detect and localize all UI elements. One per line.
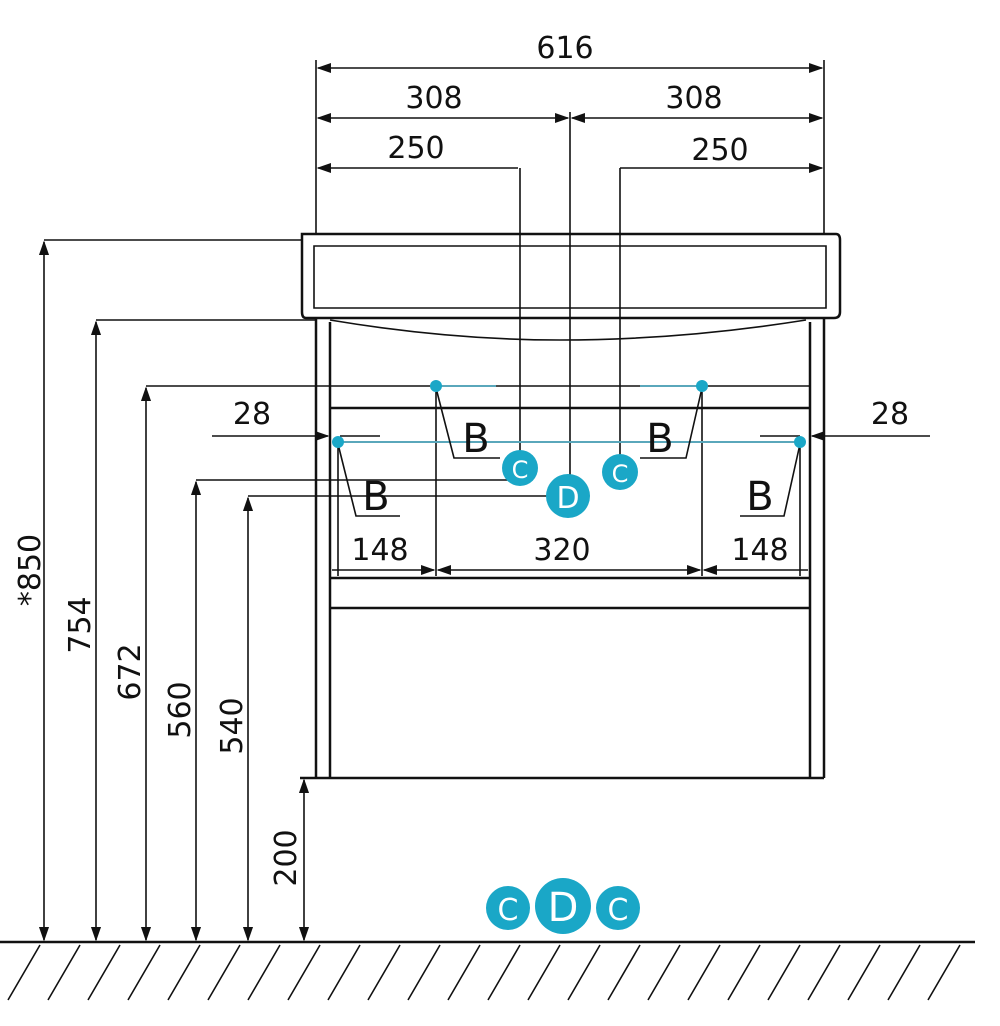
legend-d: [535, 878, 591, 934]
b-labels: B B B B: [337, 387, 801, 520]
washbasin-top: [300, 232, 842, 341]
point-marker-right: [794, 436, 806, 448]
dim-850: *850: [13, 534, 48, 606]
dim-148-right: 148: [731, 533, 788, 568]
dim-28-left: 28: [233, 397, 271, 432]
d-marker-label: D: [556, 481, 579, 516]
dim-28-right: 28: [871, 397, 909, 432]
dimension-edges: 28 28: [212, 397, 930, 442]
dim-672: 672: [113, 643, 148, 700]
cabinet-body: [300, 318, 826, 780]
cd-markers-cabinet: C D C: [502, 450, 638, 518]
point-marker-left: [332, 436, 344, 448]
dim-308-left: 308: [405, 81, 462, 116]
dim-320: 320: [533, 533, 590, 568]
dimension-total-width: 616: [315, 31, 825, 234]
dim-148-left: 148: [351, 533, 408, 568]
dim-250-right: 250: [691, 133, 748, 168]
c-marker-left-label: C: [512, 456, 529, 484]
point-marker-center-right: [696, 380, 708, 392]
point-marker-center-left: [430, 380, 442, 392]
dim-754: 754: [63, 596, 98, 653]
dim-540: 540: [215, 697, 250, 754]
dim-616: 616: [536, 31, 593, 66]
c-marker-right: [602, 454, 638, 490]
b-label-center-right: B: [646, 416, 673, 462]
legend-c-right-label: C: [608, 893, 629, 928]
dimension-heights: *850 754 672 560 540 200: [13, 239, 810, 942]
dimension-offsets: 250 250: [316, 131, 824, 458]
dim-560: 560: [163, 681, 198, 738]
b-label-left: B: [362, 474, 389, 520]
legend-d-label: D: [548, 885, 579, 931]
connection-guides: [338, 385, 800, 443]
dim-200: 200: [269, 829, 304, 886]
b-label-right: B: [746, 474, 773, 520]
dimension-half-widths: 308 308: [316, 81, 824, 500]
c-marker-left: [502, 450, 538, 486]
dimension-spans: 148 320 148: [332, 392, 808, 576]
legend-c-left-label: C: [498, 893, 519, 928]
legend-c-right: [596, 886, 640, 930]
c-marker-right-label: C: [612, 460, 629, 488]
dim-308-right: 308: [665, 81, 722, 116]
floor-line: [0, 940, 975, 1001]
d-marker: [546, 474, 590, 518]
connection-points: [332, 380, 806, 448]
legend-c-left: [486, 886, 530, 930]
b-label-center-left: B: [462, 416, 489, 462]
dim-250-left: 250: [387, 131, 444, 166]
cdc-legend: C D C: [486, 878, 640, 934]
